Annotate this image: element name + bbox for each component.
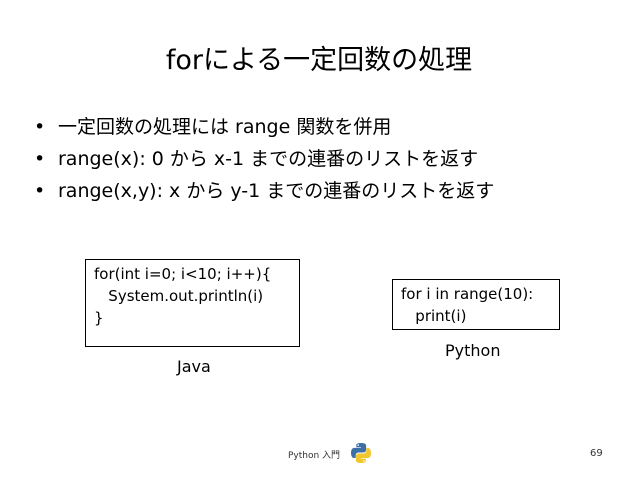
bullet-text: range(x): 0 から x-1 までの連番のリストを返す — [58, 148, 479, 170]
code-line: for i in range(10): — [401, 285, 534, 303]
bullet-dot: • — [34, 116, 46, 138]
java-code-box: for(int i=0; i<10; i++){ System.out.prin… — [85, 259, 300, 347]
footer-text: Python 入門 — [288, 451, 341, 461]
python-logo-icon — [351, 443, 371, 463]
bullet-text: range(x,y): x から y-1 までの連番のリストを返す — [58, 180, 495, 202]
code-line: print(i) — [401, 307, 467, 325]
bullet-text: 一定回数の処理には range 関数を併用 — [58, 116, 392, 138]
code-line: } — [94, 309, 104, 327]
bullet-item: • range(x): 0 から x-1 までの連番のリストを返す — [34, 148, 624, 170]
bullet-dot: • — [34, 180, 46, 202]
code-line: System.out.println(i) — [94, 287, 264, 305]
slide-title: forによる一定回数の処理 — [165, 45, 473, 76]
bullet-item: • range(x,y): x から y-1 までの連番のリストを返す — [34, 180, 624, 202]
java-caption: Java — [177, 357, 211, 376]
bullet-item: • 一定回数の処理には range 関数を併用 — [34, 116, 624, 138]
bullet-list: • 一定回数の処理には range 関数を併用 • range(x): 0 から… — [34, 116, 624, 212]
page-number: 69 — [590, 448, 603, 459]
code-line: for(int i=0; i<10; i++){ — [94, 265, 272, 283]
python-caption: Python — [445, 341, 501, 360]
bullet-dot: • — [34, 148, 46, 170]
python-code-box: for i in range(10): print(i) — [392, 279, 560, 330]
